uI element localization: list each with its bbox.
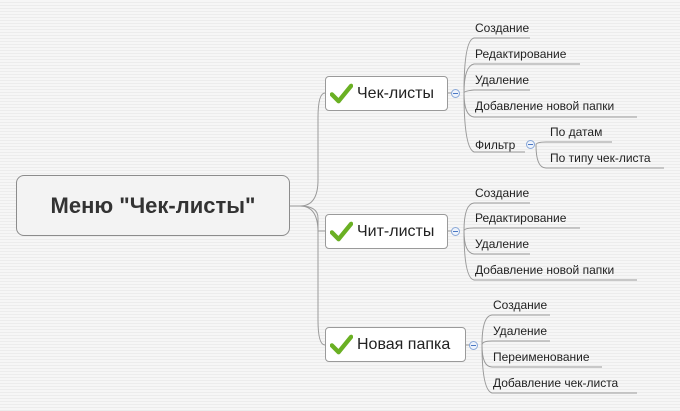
leaf-by-type[interactable]: По типу чек-листа	[550, 151, 651, 165]
leaf-create[interactable]: Создание	[493, 298, 548, 312]
leaf-delete[interactable]: Удаление	[475, 237, 530, 251]
leaf-create[interactable]: Создание	[475, 21, 530, 35]
leaf-delete[interactable]: Удаление	[493, 324, 548, 338]
leaf-add-checklist[interactable]: Добавление чек-листа	[493, 376, 619, 390]
leaf-rename[interactable]: Переименование	[493, 350, 590, 364]
checkmark-icon	[330, 221, 353, 242]
branch-label: Чек-листы	[357, 84, 434, 102]
collapse-toggle-icon[interactable]	[469, 341, 478, 350]
root-node[interactable]: Меню "Чек-листы"	[16, 175, 290, 236]
leaf-add-folder[interactable]: Добавление новой папки	[475, 99, 615, 113]
branch-label: Чит-листы	[357, 222, 435, 240]
branch-new-folder[interactable]: Новая папка	[325, 327, 466, 362]
root-label: Меню "Чек-листы"	[50, 192, 256, 218]
leaf-delete[interactable]: Удаление	[475, 73, 530, 87]
leaf-filter[interactable]: Фильтр	[475, 138, 516, 152]
leaf-edit[interactable]: Редактирование	[475, 47, 567, 61]
leaf-add-folder[interactable]: Добавление новой папки	[475, 263, 615, 277]
branch-label: Новая папка	[357, 335, 451, 353]
checkmark-icon	[330, 83, 353, 104]
leaf-by-date[interactable]: По датам	[550, 125, 603, 139]
branch-checklists[interactable]: Чек-листы	[325, 76, 448, 111]
collapse-toggle-icon[interactable]	[451, 227, 460, 236]
checkmark-icon	[330, 334, 353, 355]
collapse-toggle-icon[interactable]	[451, 89, 460, 98]
collapse-toggle-icon[interactable]	[526, 140, 535, 149]
leaf-create[interactable]: Создание	[475, 186, 530, 200]
branch-cheatsheets[interactable]: Чит-листы	[325, 214, 448, 249]
leaf-edit[interactable]: Редактирование	[475, 211, 567, 225]
